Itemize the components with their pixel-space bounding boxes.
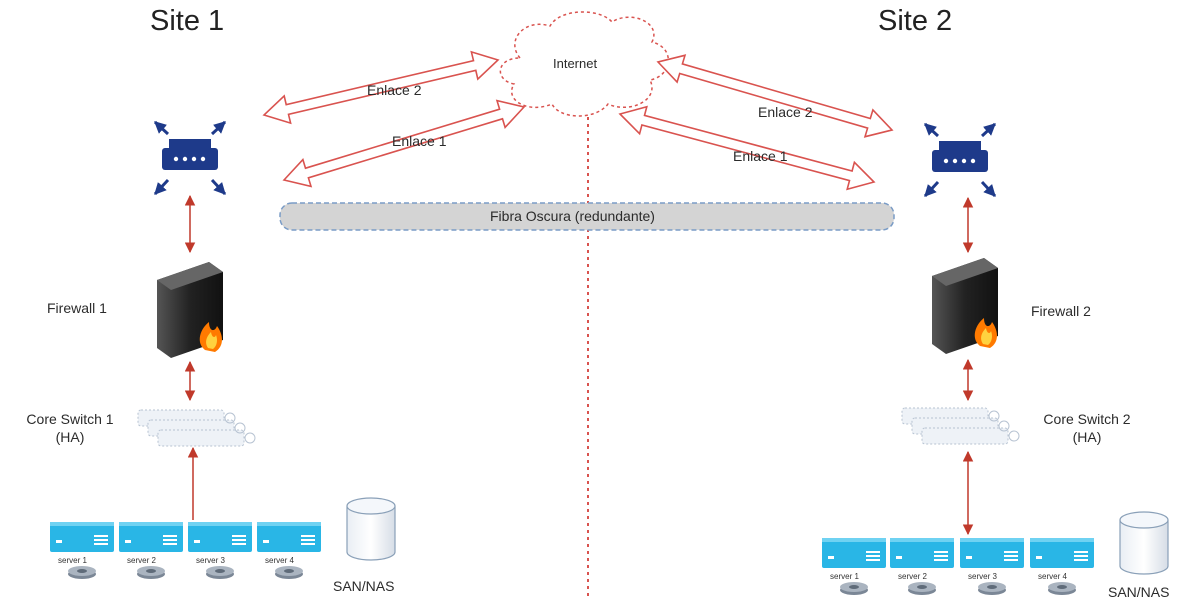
core-switch-label: Core Switch 1 (HA): [15, 410, 125, 446]
core-switch-icon: [901, 407, 1020, 445]
core-switch-name: Core Switch 2: [1043, 411, 1131, 427]
firewall-label: Firewall 1: [47, 300, 107, 316]
link-arrow: [656, 54, 894, 138]
server-label: server 1: [830, 572, 859, 581]
server-icon: [119, 522, 183, 579]
server-icon: [890, 538, 954, 595]
firewall-icon: [157, 262, 223, 358]
link-label: Enlace 1: [733, 148, 788, 164]
internet-label: Internet: [553, 56, 598, 71]
core-switch-icon: [137, 409, 256, 447]
server-label: server 4: [1038, 572, 1067, 581]
server-icon: [50, 522, 114, 579]
dark-fiber-bar: [279, 202, 895, 231]
server-label: server 3: [968, 572, 997, 581]
link-arrow: [262, 50, 500, 125]
link-arrow: [618, 105, 876, 191]
servers: [50, 522, 1094, 595]
link-label: Enlace 2: [758, 104, 813, 120]
link-label: Enlace 1: [392, 133, 447, 149]
site-1-title: Site 1: [150, 5, 225, 37]
server-label: server 2: [127, 556, 156, 565]
firewall-icon: [932, 258, 998, 354]
link-label: Enlace 2: [367, 82, 422, 98]
dark-fiber-label: Fibra Oscura (redundante): [490, 208, 655, 224]
server-label: server 1: [58, 556, 87, 565]
server-icon: [257, 522, 321, 579]
link-arrow: [282, 99, 526, 188]
server-icon: [822, 538, 886, 595]
storage-label: SAN/NAS: [1108, 584, 1170, 600]
server-icon: [960, 538, 1024, 595]
core-switch-ha: (HA): [55, 429, 85, 445]
router-icon: [153, 120, 227, 196]
server-label: server 4: [265, 556, 294, 565]
server-label: server 3: [196, 556, 225, 565]
wan-links: [262, 50, 894, 191]
server-label: server 2: [898, 572, 927, 581]
core-switch-ha: (HA): [1072, 429, 1102, 445]
core-switch-label: Core Switch 2 (HA): [1032, 410, 1142, 446]
storage-label: SAN/NAS: [333, 578, 395, 594]
server-icon: [1030, 538, 1094, 595]
site-2-title: Site 2: [878, 5, 953, 37]
firewall-label: Firewall 2: [1031, 303, 1091, 319]
server-icon: [188, 522, 252, 579]
core-switch-name: Core Switch 1: [26, 411, 114, 427]
internet-cloud: [499, 11, 670, 117]
storage-icon: [1119, 511, 1169, 575]
router-icon: [923, 122, 997, 198]
storage-icon: [346, 497, 396, 561]
